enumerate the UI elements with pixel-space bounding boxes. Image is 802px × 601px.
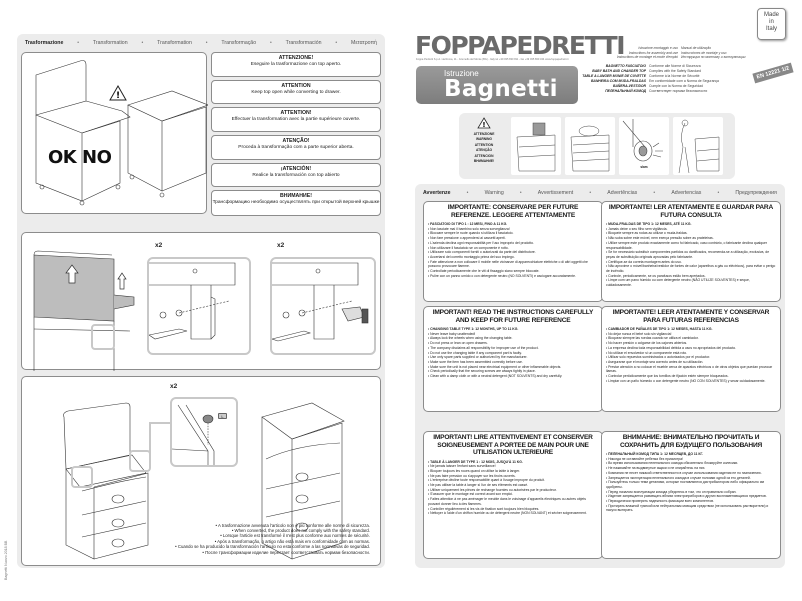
section-heading: IMPORTANTE: CONSERVARE PER FUTURE REFERE…	[447, 204, 579, 219]
section-heading: ВНИМАНИЕ: ВНИМАТЕЛЬНО ПРОЧИТАТЬ И СОХРАН…	[619, 434, 763, 449]
section-heading: IMPORTANTE! LEER ATENTAMENTE Y CONSERVAR…	[612, 309, 770, 324]
note-it: ATTENZIONE! Eseguire la trasformazione c…	[211, 52, 381, 77]
warning-pictograms: ! ATTENZIONE WARNING ATTENTION ATENÇÃO A…	[459, 113, 735, 179]
pictogram-baby-on-top	[565, 117, 615, 175]
svg-text:!: !	[482, 121, 485, 129]
warning-triangle-icon: !	[109, 84, 127, 106]
warning-section-en: IMPORTANT! READ THE INSTRUCTIONS CAREFUL…	[423, 306, 603, 412]
step-remove-top: x2 x2	[21, 232, 381, 373]
tab-avvertenze: Avvertenze	[423, 190, 451, 196]
tab-metatropi: Μετατροπή	[351, 40, 377, 46]
slam-label: slam	[640, 165, 648, 169]
section-heading: IMPORTANTE! LER ATENTAMENTE E GUARDAR PA…	[608, 204, 774, 219]
tab-warning: Warning	[484, 190, 504, 196]
transformation-tabs: Trasformazione • Transformation • Transf…	[25, 40, 377, 46]
title-sub: Istruzione	[444, 69, 479, 78]
note-ru: ВНИМАНИЕ! Трансформацию необходимо осуще…	[211, 190, 381, 217]
brand-address: Foppa Pedretti S.p.A. via Roma, 11 - Gru…	[416, 58, 569, 61]
warnings-panel: Avvertenze • Warning • Avvertissement • …	[415, 184, 785, 568]
tab-transformacion: Transformación	[285, 40, 322, 46]
document-code: Bagnetti Nuovo 2018 BB	[4, 540, 8, 580]
tab-transformation-fr: Transformation	[157, 40, 192, 46]
transformation-notes: ATTENZIONE! Eseguire la trasformazione c…	[211, 52, 381, 220]
warning-section-es: IMPORTANTE! LEER ATENTAMENTE Y CONSERVAR…	[601, 306, 781, 412]
qty-x2-b: x2	[277, 242, 285, 249]
qty-x2: x2	[170, 383, 178, 390]
step2-drawing	[63, 402, 345, 560]
title-banner: Istruzione Bagnetti	[416, 66, 578, 104]
step1-drawing	[33, 250, 135, 373]
warnings-tabs: Avvertenze • Warning • Avvertissement • …	[423, 190, 777, 196]
warning-section-ru: ВНИМАНИЕ: ВНИМАТЕЛЬНО ПРОЧИТАТЬ И СОХРАН…	[601, 431, 781, 559]
made-in-italy-badge: Made in Italy	[757, 8, 786, 40]
note-es: ¡ATENCIÓN! Realice la transformación con…	[211, 162, 381, 188]
pictogram-parent-supervision	[673, 117, 723, 175]
detail-pin: L	[170, 397, 238, 467]
note-pt: ATENÇÃO! Proceda à transformação com a p…	[211, 135, 381, 160]
left-page: Trasformazione • Transformation • Transf…	[4, 34, 385, 580]
tab-transformacao: Transformação	[221, 40, 257, 46]
brand-logo: FOPPAPEDRETTI	[415, 31, 626, 60]
note-en: ATTENTION Keep top open while converting…	[211, 79, 381, 105]
warning-labels: ! ATTENZIONE WARNING ATTENTION ATENÇÃO A…	[463, 117, 505, 165]
ok-no-label: OK NO	[48, 147, 112, 168]
tab-advertencias-pt: Advertências	[607, 190, 638, 196]
pictogram-items-on-top	[511, 117, 561, 175]
warning-section-pt: IMPORTANTE! LER ATENTAMENTE E GUARDAR PA…	[601, 201, 781, 302]
section-heading: IMPORTANT! READ THE INSTRUCTIONS CAREFUL…	[432, 309, 594, 324]
warning-section-fr: IMPORTANT! LIRE ATTENTIVEMENT ET CONSERV…	[423, 431, 603, 559]
svg-text:!: !	[116, 91, 120, 101]
detail-screws-a	[147, 257, 251, 355]
section-heading: IMPORTANT! LIRE ATTENTIVEMENT ET CONSERV…	[433, 434, 593, 456]
tab-advertencias-es: Advertencias	[671, 190, 702, 196]
tab-avvertissement: Avvertissement	[537, 190, 574, 196]
pictogram-wheel-lock: slam	[619, 117, 669, 175]
part-label-badge: L	[218, 413, 227, 419]
step-convert-drawer: x2 L • A trasformazione avvenuta l'artic…	[21, 376, 381, 566]
right-page: FOPPAPEDRETTI Foppa Pedretti S.p.A. via …	[401, 0, 802, 601]
detail-screws-b	[270, 257, 376, 355]
tab-trasformazione: Trasformazione	[25, 40, 64, 46]
tab-preduprezhdeniya: Предупреждения	[735, 190, 777, 196]
qty-x2-a: x2	[155, 242, 163, 249]
transformation-panel: Trasformazione • Transformation • Transf…	[17, 34, 385, 568]
conversion-notes: • A trasformazione avvenuta l'articolo n…	[175, 522, 370, 555]
transformation-illustration: ! OK NO	[21, 52, 209, 214]
tab-transformation-en: Transformation	[92, 40, 128, 46]
warning-triangle-icon: !	[477, 117, 491, 129]
changer-drawing	[35, 60, 209, 206]
warning-section-it: IMPORTANTE: CONSERVARE PER FUTURE REFERE…	[423, 201, 603, 302]
note-fr: ATTENTION! Effectuer la transformation a…	[211, 107, 381, 132]
title-main: Bagnetti	[444, 76, 558, 102]
